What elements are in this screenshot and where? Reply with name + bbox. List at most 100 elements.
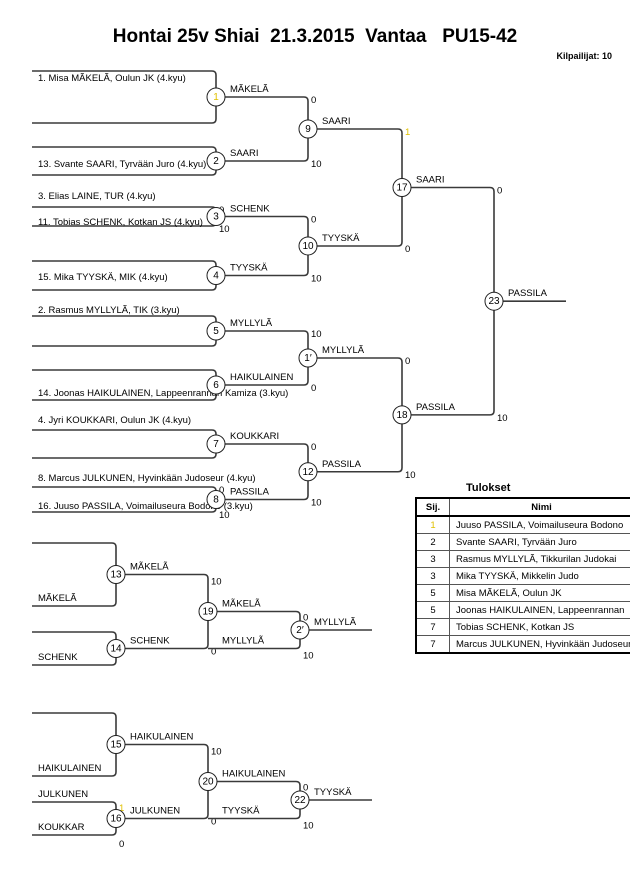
score-bottom: 0 <box>211 647 216 658</box>
place-cell: 5 <box>415 584 450 602</box>
entry-name: 4. Jyri KOUKKARI, Oulun JK (4.kyu) <box>38 415 191 426</box>
match-number: 6 <box>213 380 219 391</box>
winner-name: SAARI <box>322 116 351 127</box>
bracket-line <box>308 357 403 473</box>
score-top: 0 <box>219 485 224 496</box>
score-top: 0 <box>405 356 410 367</box>
score-top: 0 <box>311 95 316 106</box>
score-top: 0 <box>303 783 308 794</box>
match-number: 14 <box>110 644 122 655</box>
winner-name: SAARI <box>230 148 259 159</box>
place-cell: 5 <box>415 601 450 619</box>
place-cell: 1 <box>415 515 450 534</box>
entry-name: 2. Rasmus MYLLYLÃ, TIK (3.kyu) <box>38 305 180 316</box>
winner-name: SCHENK <box>130 636 170 647</box>
name-cell: Misa MÃKELÃ, Oulun JK <box>449 584 630 602</box>
match-number: 13 <box>110 570 122 581</box>
score-bottom: 10 <box>311 274 322 285</box>
match-number-circle <box>206 375 226 395</box>
entry-name: 8. Marcus JULKUNEN, Hyvinkään Judoseur (… <box>38 473 256 484</box>
name-cell: Svante SAARI, Tyrvään Juro <box>449 533 630 551</box>
match-number: 4 <box>213 271 219 282</box>
match-number: 7 <box>213 439 219 450</box>
match-number-circle <box>392 178 412 197</box>
winner-name: MYLLYLÃ <box>322 345 365 356</box>
bracket-line <box>402 186 495 416</box>
page-title: Hontai 25v Shiai 21.3.2015 Vantaa PU15-4… <box>112 26 518 47</box>
match-number: 22 <box>294 795 306 806</box>
score-top: 0 <box>311 442 316 453</box>
match-number: 1′ <box>304 353 312 364</box>
column-header-place: Sij. <box>415 497 450 517</box>
results-title: Tulokset <box>466 482 511 494</box>
match-number: 9 <box>305 124 311 135</box>
name-cell: Tobias SCHENK, Kotkan JS <box>449 618 630 636</box>
entry-name: 15. Mika TYYSKÄ, MIK (4.kyu) <box>38 272 168 283</box>
score-bottom: 10 <box>311 498 322 509</box>
match-number: 18 <box>396 410 408 421</box>
entry-name: 3. Elias LAINE, TUR (4.kyu) <box>38 191 156 202</box>
winner-name: TYYSKÄ <box>230 263 268 274</box>
repechage-entry: JULKUNEN <box>38 789 88 800</box>
entry-name: 16. Juuso PASSILA, Voimailuseura Bodono … <box>38 501 253 512</box>
incoming-name: TYYSKÄ <box>222 806 260 817</box>
name-cell: Juuso PASSILA, Voimailuseura Bodono <box>449 515 630 534</box>
winner-name: MÃKELÃ <box>130 562 169 573</box>
match-number-circle <box>290 620 310 640</box>
match-number-circle <box>206 490 226 509</box>
winner-name: JULKUNEN <box>130 806 180 817</box>
match-number-circle <box>206 151 226 171</box>
match-number-circle <box>106 735 126 754</box>
score-top: 10 <box>211 577 222 588</box>
winner-name: PASSILA <box>230 487 270 498</box>
match-number-circle <box>198 602 218 621</box>
repechage-entry: SCHENK <box>38 652 78 663</box>
repechage-entry: MÃKELÃ <box>38 593 77 604</box>
match-number-circle <box>290 790 310 810</box>
score-bottom: 0 <box>119 839 124 850</box>
match-number-circle <box>392 405 412 425</box>
winner-name: PASSILA <box>416 402 456 413</box>
match-number-circle <box>106 809 126 828</box>
match-number-circle <box>298 348 318 368</box>
match-number: 5 <box>213 326 219 337</box>
match-number-circle <box>298 119 318 139</box>
winner-name: MÃKELÃ <box>230 84 269 95</box>
match-number-circle <box>206 434 226 454</box>
name-cell: Joonas HAIKULAINEN, Lappeenrannan <box>449 601 630 619</box>
bracket-line <box>32 429 217 459</box>
score-top: 0 <box>311 215 316 226</box>
match-number: 12 <box>302 467 314 478</box>
score-bottom: 0 <box>405 244 410 255</box>
match-number-circle <box>484 291 504 311</box>
score-bottom: 0 <box>211 817 216 828</box>
entry-name: 14. Joonas HAIKULAINEN, Lappeenrannan Ka… <box>38 388 288 399</box>
entry-name: 11. Tobias SCHENK, Kotkan JS (4.kyu) <box>38 217 203 228</box>
repechage-entry: KOUKKAR <box>38 822 85 833</box>
match-number-circle <box>206 266 226 285</box>
match-number-circle <box>298 462 318 482</box>
place-cell: 2 <box>415 533 450 551</box>
match-number-circle <box>198 772 218 791</box>
match-number: 19 <box>202 607 214 618</box>
winner-name: KOUKKARI <box>230 431 279 442</box>
match-number: 8 <box>213 495 219 506</box>
score-bottom: 10 <box>303 651 314 662</box>
winner-name: MÃKELÃ <box>222 599 261 610</box>
match-number-circle <box>206 207 226 226</box>
repechage-entry: HAIKULAINEN <box>38 763 101 774</box>
column-header-name: Nimi <box>449 497 630 517</box>
score-top: 1 <box>405 127 410 138</box>
match-number-circle <box>206 87 226 107</box>
match-number: 23 <box>488 296 500 307</box>
score-bottom: 10 <box>311 159 322 170</box>
score-bottom: 10 <box>219 224 230 235</box>
competitor-count: Kilpailijat: 10 <box>556 51 612 61</box>
